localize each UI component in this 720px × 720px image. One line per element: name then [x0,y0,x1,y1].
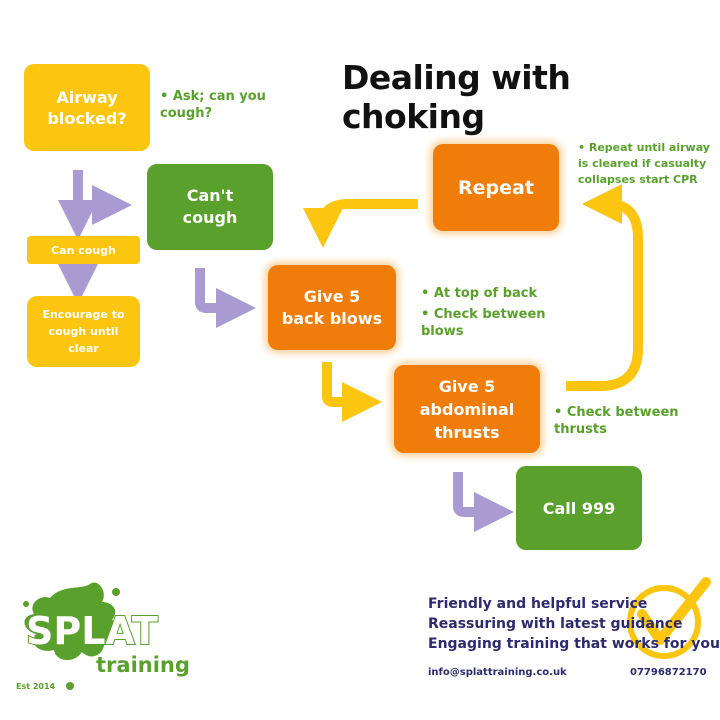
box-repeat-label: Repeat [458,176,534,199]
splat-logo: SPLAT training [23,582,190,690]
logo-splat: SPLAT [26,609,158,653]
box-call-999: Call 999 [516,466,642,550]
arrow-repeat-to-back-blows [303,199,418,248]
arrow-to-back-blows [195,268,256,328]
tagline-2: Reassuring with latest guidance [428,616,683,632]
box-can-cough-label: Can cough [51,243,116,257]
checkmark-icon [627,577,711,659]
contact-email[interactable]: info@splattraining.co.uk [428,667,567,678]
splat-drop-icon [66,682,74,690]
box-encourage: Encourage to cough until clear [27,296,140,367]
tagline-1: Friendly and helpful service [428,596,648,612]
box-back-blows-label: Give 5 back blows [281,286,383,328]
box-cant-cough-label: Can't cough [182,186,238,227]
arrow-to-call [453,472,514,532]
page-title: Dealing with choking [342,58,571,136]
logo-training: training [96,653,190,677]
box-airway-blocked: Airway blocked? [24,64,150,151]
splat-drop-icon-2 [112,588,120,596]
contact-phone[interactable]: 07796872170 [630,667,707,678]
note-top-of-back: • At top of back [421,286,538,301]
box-encourage-label: Encourage to cough until clear [42,308,125,355]
note-repeat: • Repeat until airway is cleared if casu… [578,141,710,186]
box-abdominal: Give 5 abdominal thrusts [394,365,540,453]
logo-est: Est 2014 [16,682,56,691]
note-ask: • Ask; can you cough? [160,89,266,121]
note-check-thrusts: • Check between thrusts [554,405,679,437]
box-repeat: Repeat [433,144,559,231]
tagline-3: Engaging training that works for you [428,636,720,652]
box-abdominal-label: Give 5 abdominal thrusts [419,376,515,442]
box-cant-cough: Can't cough [147,164,273,250]
box-airway-label: Airway blocked? [47,87,127,128]
note-check-blows: • Check between blows [421,307,546,339]
splat-blob-icon [24,582,118,661]
arrow-to-abdominal [322,362,382,422]
splat-drop-icon-3 [23,601,29,607]
box-back-blows: Give 5 back blows [268,265,396,350]
box-can-cough: Can cough [27,236,140,264]
box-call-label: Call 999 [542,498,616,518]
arrow-abdominal-to-repeat [566,184,643,391]
